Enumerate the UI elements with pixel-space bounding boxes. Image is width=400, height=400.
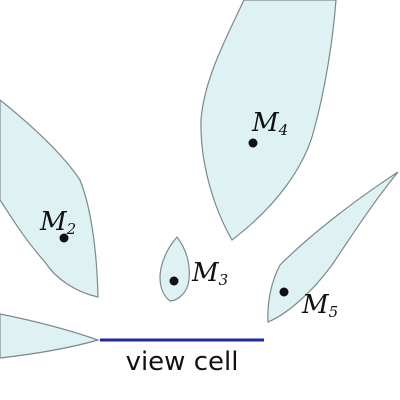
object-m2-point bbox=[59, 233, 69, 243]
object-m4-point bbox=[248, 138, 258, 148]
object-m3: M3 bbox=[159, 236, 228, 302]
object-m1-shape bbox=[0, 313, 100, 359]
object-m4: M4 bbox=[200, 0, 337, 241]
view-cell: view cell bbox=[100, 338, 264, 377]
object-m2-label: M2 bbox=[39, 207, 76, 238]
object-m5: M5 bbox=[267, 171, 399, 323]
object-m2-shape bbox=[0, 99, 99, 298]
object-m3-point bbox=[169, 276, 179, 286]
object-m5-point bbox=[279, 287, 289, 297]
object-m5-shape bbox=[267, 171, 399, 323]
object-m2: M2 bbox=[0, 99, 99, 298]
view-cell-caption: view cell bbox=[126, 347, 239, 377]
object-m4-shape bbox=[200, 0, 337, 241]
object-m3-shape bbox=[159, 236, 190, 302]
object-m3-label: M3 bbox=[191, 258, 228, 289]
object-m4-label: M4 bbox=[251, 108, 288, 139]
object-m5-label: M5 bbox=[301, 290, 338, 321]
